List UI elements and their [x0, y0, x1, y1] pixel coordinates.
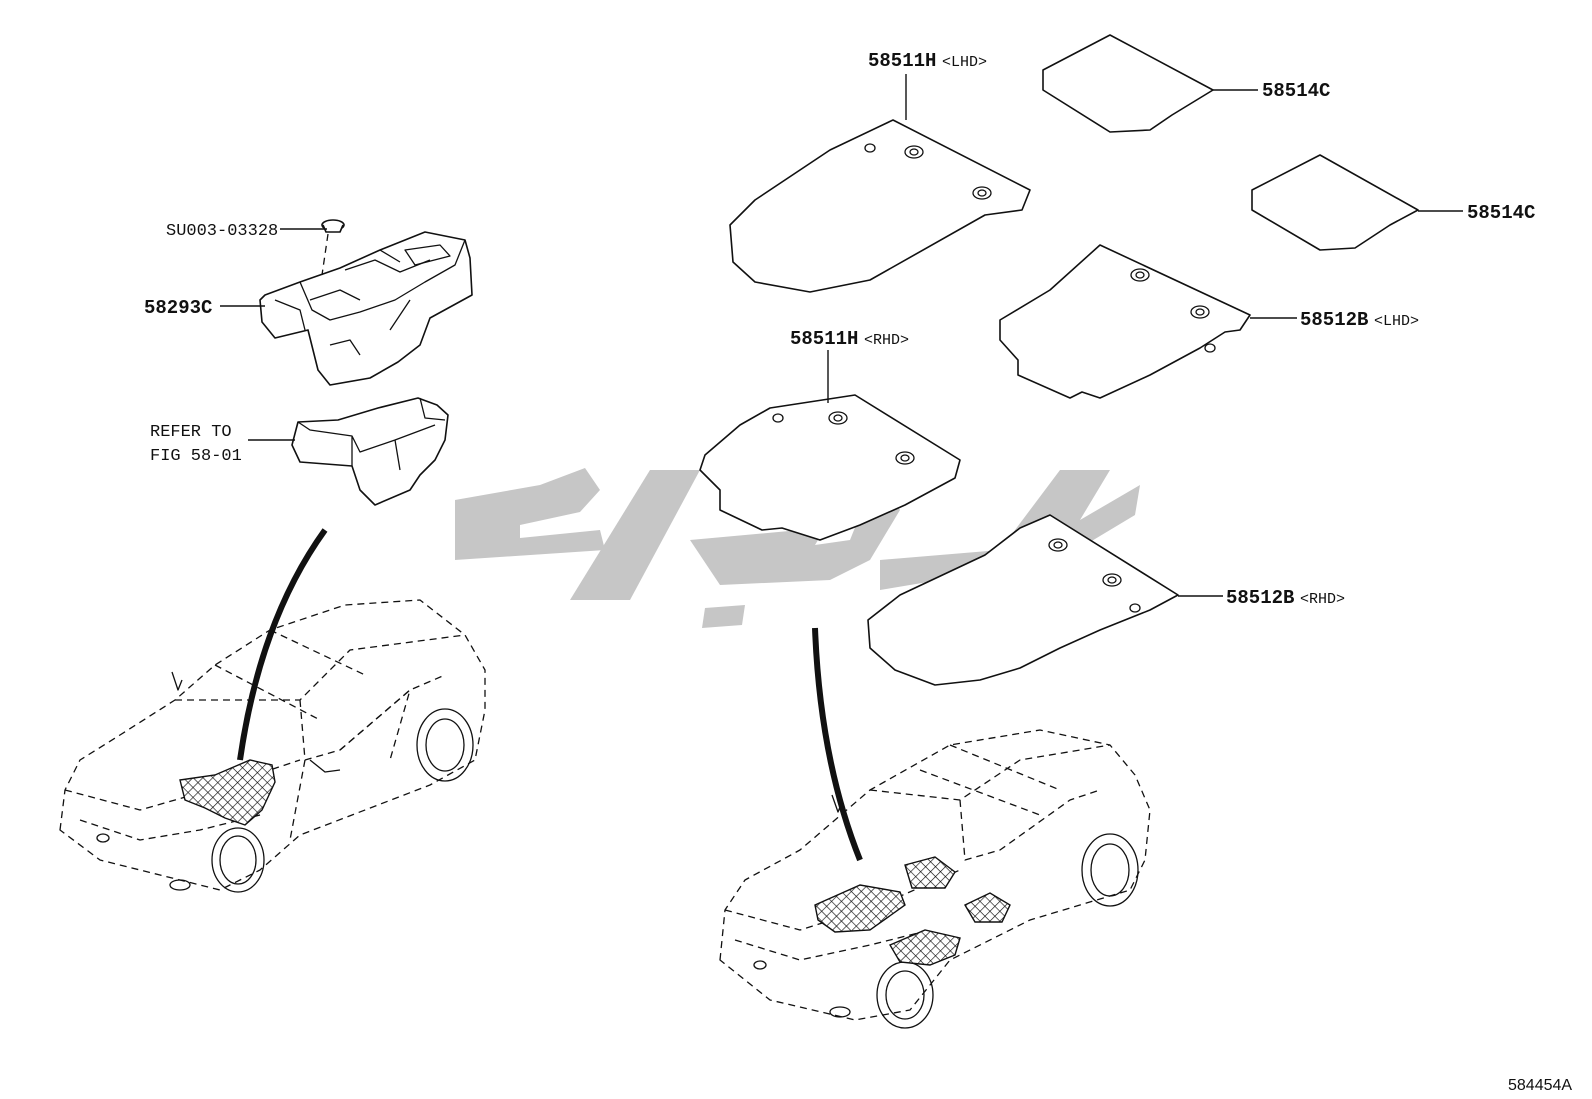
part-qualifier: <LHD>	[1374, 313, 1419, 330]
part-number: 58512B	[1226, 587, 1294, 609]
car-left-drawing	[59, 599, 486, 893]
reference-note-line-2: FIG 58-01	[150, 447, 242, 466]
part-qualifier: <RHD>	[864, 332, 909, 349]
part-label-58293c: 58293C	[144, 297, 212, 319]
carpet-58511h-lhd-drawing	[729, 119, 1031, 293]
leader-lines	[220, 74, 1463, 597]
car-right-drawing	[719, 729, 1151, 1029]
carpet-58512b-rhd-drawing	[867, 514, 1179, 686]
mat-58514c-upper-drawing	[1042, 34, 1214, 133]
part-number: SU003-03328	[166, 222, 278, 241]
mat-58514c-lower-drawing	[1251, 154, 1419, 251]
figure-code: 584454A	[1508, 1077, 1572, 1094]
highlight-area-right-3	[888, 929, 961, 966]
highlight-area-right-4	[964, 892, 1011, 923]
part-number: 58511H	[790, 328, 858, 350]
reference-part-drawing	[291, 397, 449, 506]
part-label-58514c-lower: 58514C	[1467, 202, 1535, 224]
part-label-58512b-lhd: 58512B <LHD>	[1300, 309, 1419, 331]
part-label-58511h-rhd: 58511H <RHD>	[790, 328, 909, 350]
insulator-58293c-drawing	[259, 219, 473, 386]
highlight-area-right-2	[904, 856, 956, 889]
pointer-right	[812, 627, 863, 862]
carpet-58511h-rhd-drawing	[699, 394, 961, 541]
part-number: 58293C	[144, 297, 212, 319]
reference-note-line-1: REFER TO	[150, 423, 232, 442]
reference-note: REFER TO FIG 58-01	[150, 423, 242, 466]
highlight-area-right-1	[814, 884, 906, 933]
part-qualifier: <LHD>	[942, 54, 987, 71]
part-number: 58514C	[1262, 80, 1330, 102]
pointer-left	[237, 528, 328, 761]
part-number: 58511H	[868, 50, 936, 72]
part-label-58512b-rhd: 58512B <RHD>	[1226, 587, 1345, 609]
part-number: 58514C	[1467, 202, 1535, 224]
highlight-area-left	[179, 759, 276, 826]
part-label-58514c-upper: 58514C	[1262, 80, 1330, 102]
part-qualifier: <RHD>	[1300, 591, 1345, 608]
part-label-su003-03328: SU003-03328	[166, 222, 278, 241]
carpet-58512b-lhd-drawing	[999, 244, 1251, 399]
part-label-58511h-lhd: 58511H <LHD>	[868, 50, 987, 72]
part-number: 58512B	[1300, 309, 1368, 331]
